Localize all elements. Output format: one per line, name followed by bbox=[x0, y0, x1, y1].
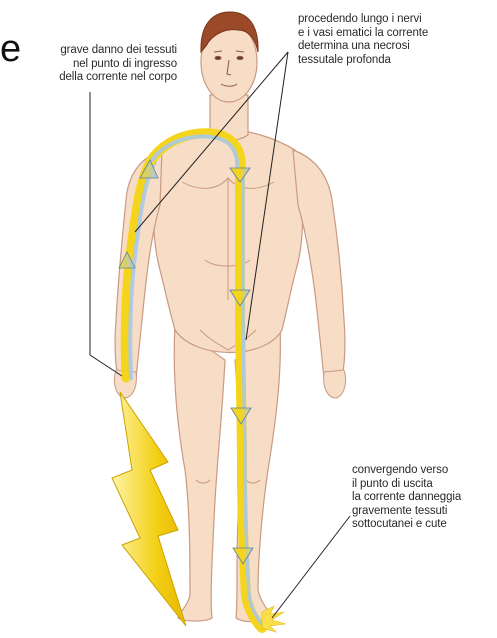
label-line: sottocutanei e cute bbox=[352, 518, 461, 532]
right-hand bbox=[324, 370, 346, 398]
label-line: nel punto di ingresso bbox=[5, 58, 177, 72]
label-line: gravemente tessuti bbox=[352, 505, 461, 519]
label-line: grave danno dei tessuti bbox=[5, 44, 177, 58]
label-line: della corrente nel corpo bbox=[5, 71, 177, 85]
exit-burst bbox=[262, 606, 286, 632]
left-leg bbox=[174, 325, 225, 621]
right-arm bbox=[293, 150, 345, 384]
label-line: determina una necrosi bbox=[298, 40, 428, 54]
label-line: tessutale profonda bbox=[298, 54, 428, 68]
label-nerve-path: procedendo lungo i nervi e i vasi ematic… bbox=[298, 13, 428, 67]
label-line: convergendo verso bbox=[352, 464, 461, 478]
leader-exit bbox=[272, 516, 350, 618]
lightning-bolt-icon bbox=[112, 392, 186, 626]
label-line: procedendo lungo i nervi bbox=[298, 13, 428, 27]
hands bbox=[114, 370, 345, 398]
label-entry-damage: grave danno dei tessuti nel punto di ing… bbox=[5, 44, 177, 85]
label-line: il punto di uscita bbox=[352, 478, 461, 492]
label-line: e i vasi ematici la corrente bbox=[298, 27, 428, 41]
label-line: la corrente danneggia bbox=[352, 491, 461, 505]
label-exit-damage: convergendo verso il punto di uscita la … bbox=[352, 464, 461, 532]
